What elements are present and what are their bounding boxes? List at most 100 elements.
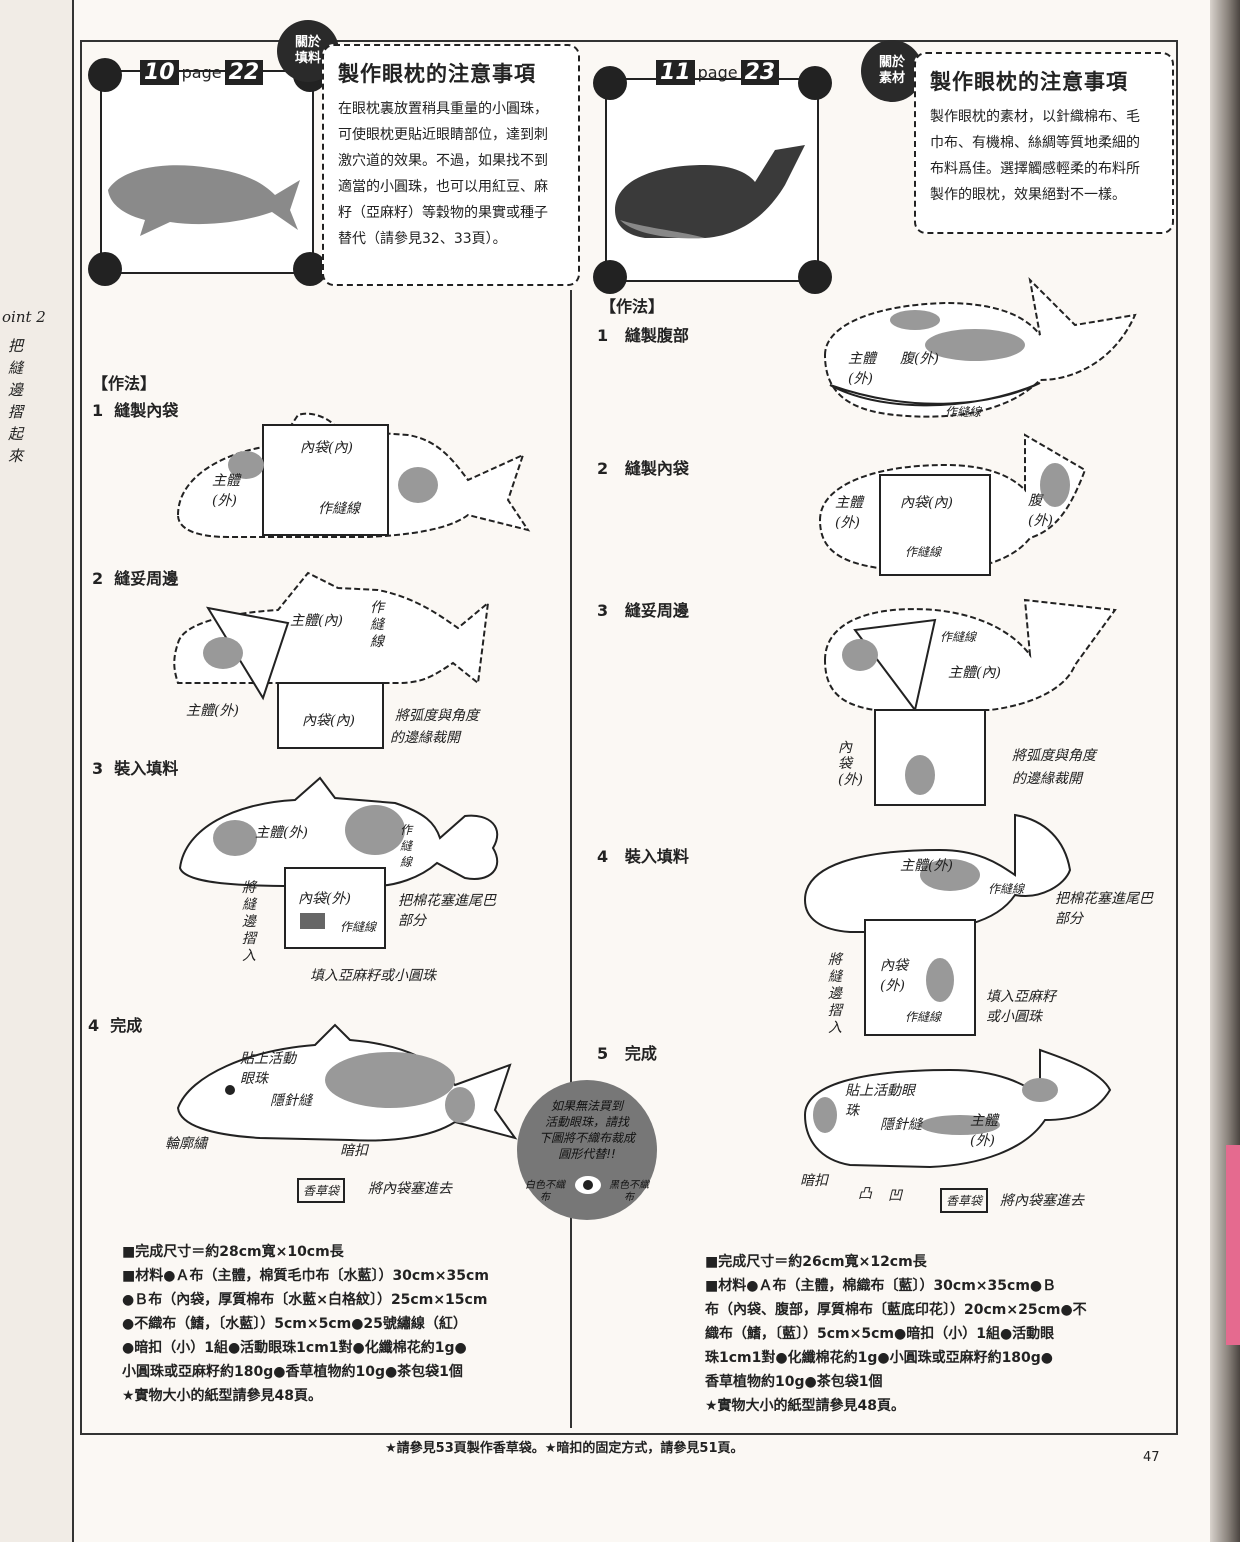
step-5-heading: 5 完成	[597, 1040, 657, 1064]
step-number: 1	[92, 401, 104, 420]
annotation: 凹	[888, 1188, 902, 1204]
materials-line: 香草植物約10g●茶包袋1個	[705, 1374, 883, 1390]
step-number: 5	[597, 1044, 609, 1063]
step-number: 4	[597, 847, 609, 866]
annotation: 腹(外)	[1028, 493, 1053, 529]
page-number-ref: 22	[224, 60, 264, 85]
annotation: 凸	[858, 1186, 872, 1202]
badge-line: 素材	[878, 71, 905, 86]
materials-line: ●Ｂ布（內袋，厚質棉布〔水藍×白格紋〕）25cm×15cm	[122, 1292, 488, 1308]
annotation: 主體(外)	[186, 703, 239, 719]
materials-line: ★實物大小的紙型請參見48頁。	[705, 1398, 906, 1414]
frame-corner	[798, 66, 832, 100]
badge-line: 填料	[294, 51, 321, 66]
materials-line: 織布（鰭，〔藍〕）5cm×5cm●暗扣（小）1組●活動眼	[705, 1326, 1055, 1342]
note-line: 激穴道的效果。不過，如果找不到	[338, 153, 548, 169]
step-number: 1	[597, 326, 609, 345]
annotation: 作縫線	[340, 920, 377, 934]
annotation: 填入亞麻籽或小圓珠	[986, 989, 1056, 1025]
note-line: 籽（亞麻籽）等穀物的果實或種子	[338, 205, 548, 221]
sidebar-point-label: oint 2	[2, 308, 46, 326]
annotation: 貼上活動眼珠	[240, 1051, 296, 1087]
annotation: 隱針縫	[270, 1093, 312, 1109]
step-4-heading: 4 完成	[88, 1012, 142, 1036]
page-tag-left: 10 page 22	[140, 60, 264, 85]
annotation: 主體(外)	[835, 495, 863, 531]
white-felt-label: 白色不織布	[525, 1180, 565, 1203]
materials-line: ●暗扣（小）1組●活動眼珠1cm1對●化纖棉花約1g●	[122, 1340, 467, 1356]
frame-corner	[88, 252, 122, 286]
page-word: page	[181, 63, 222, 82]
note-line: 製作眼枕的素材，以針織棉布、毛	[930, 109, 1140, 125]
annotation: 將弧度與角度	[1012, 748, 1096, 764]
annotation: 隱針縫	[880, 1117, 922, 1133]
annotation: 作縫線	[940, 630, 977, 644]
annotation: 作縫線	[905, 545, 942, 559]
materials-left: ■完成尺寸＝約28cm寬×10cm長 ■材料●Ａ布（主體，棉質毛巾布〔水藍〕）3…	[122, 1240, 562, 1408]
annotation: 內袋(內)	[900, 495, 953, 511]
annotation: 將弧度與角度	[395, 708, 479, 724]
footer-note: ★請參見53頁製作香草袋。★暗扣的固定方式，請參見51頁。	[385, 1441, 744, 1456]
page-word: page	[697, 63, 738, 82]
step-number: 4	[88, 1016, 100, 1035]
annotation: 輪廓繡	[165, 1136, 207, 1152]
step-label: 縫製內袋	[624, 459, 689, 478]
frame-corner	[88, 58, 122, 92]
method-heading: 【作法】	[92, 374, 157, 393]
project-number: 10	[140, 60, 179, 85]
column-divider	[570, 290, 572, 1428]
materials-line: 布（內袋、腹部，厚質棉布〔藍底印花〕）20cm×25cm●不	[705, 1302, 1087, 1318]
annotation: 腹(外)	[900, 351, 939, 367]
materials-line: ■材料●Ａ布（主體，棉織布〔藍〕）30cm×35cm●Ｂ	[705, 1278, 1057, 1294]
annotation: 內袋(外)	[838, 740, 863, 788]
tip-bubble: 如果無法買到 活動眼珠，請找 下圖將不織布裁成 圓形代替!! 白色不織布 黑色不…	[517, 1080, 657, 1220]
frame-corner	[798, 260, 832, 294]
annotation-herb-pouch: 香草袋	[297, 1178, 346, 1203]
note-title: 製作眼枕的注意事項	[338, 62, 536, 86]
annotation: 將縫邊摺入	[828, 952, 842, 1036]
step-1-heading: 1 縫製腹部	[597, 322, 689, 346]
annotation-herb-pouch: 香草袋	[940, 1188, 989, 1213]
pink-page-tab	[1226, 1145, 1240, 1345]
badge-line: 關於	[294, 34, 321, 50]
materials-line: ★實物大小的紙型請參見48頁。	[122, 1388, 323, 1404]
step-label: 縫製腹部	[624, 326, 689, 345]
annotation: 作縫線	[905, 1010, 942, 1024]
annotation: 作縫線	[370, 600, 384, 650]
annotation: 將縫邊摺入	[242, 880, 256, 964]
step-2-heading: 2 縫製內袋	[597, 455, 689, 479]
bubble-line: 下圖將不織布裁成	[538, 1131, 635, 1145]
page-tag-right: 11 page 23	[656, 60, 780, 85]
note-line: 在眼枕裏放置稍具重量的小圓珠，	[338, 101, 548, 117]
annotation: 主體(外)	[255, 825, 308, 841]
step-3-heading: 3 裝入填料	[92, 755, 178, 779]
step-label: 縫製內袋	[114, 401, 179, 420]
frame-corner	[593, 66, 627, 100]
black-felt-label: 黑色不織布	[609, 1180, 649, 1203]
annotation: 暗扣	[800, 1173, 828, 1189]
annotation: 內袋(內)	[300, 440, 353, 456]
materials-right: ■完成尺寸＝約26cm寬×12cm長 ■材料●Ａ布（主體，棉織布〔藍〕）30cm…	[705, 1250, 1145, 1418]
bubble-line: 活動眼珠，請找	[544, 1115, 629, 1129]
note-line: 替代（請參見32、33頁）。	[338, 231, 507, 247]
badge-material: 關於 素材	[861, 40, 923, 102]
step-number: 3	[597, 601, 609, 620]
whale-step5-illustration	[803, 1048, 1112, 1169]
dolphin-step3-illustration	[178, 776, 499, 949]
annotation: 主體(外)	[970, 1113, 998, 1149]
annotation: 主體(外)	[848, 351, 876, 387]
annotation: 作縫線	[988, 882, 1025, 896]
materials-line: 小圓珠或亞麻籽約180g●香草植物約10g●茶包袋1個	[122, 1364, 463, 1380]
page-number-ref: 23	[740, 60, 780, 85]
note-body: 在眼枕裏放置稍具重量的小圓珠， 可使眼枕更貼近眼睛部位，達到刺 激穴道的效果。不…	[338, 96, 564, 252]
annotation: 作縫線	[400, 823, 413, 869]
annotation: 填入亞麻籽或小圓珠	[310, 968, 436, 984]
annotation: 將內袋塞進去	[368, 1181, 452, 1197]
materials-line: ■材料●Ａ布（主體，棉質毛巾布〔水藍〕）30cm×35cm	[122, 1268, 489, 1284]
project-number: 11	[656, 60, 695, 85]
annotation: 把棉花塞進尾巴部分	[398, 893, 496, 929]
annotation: 主體(外)	[212, 473, 240, 509]
annotation: 作縫線	[318, 501, 360, 517]
note-line: 製作的眼枕，效果絕對不一樣。	[930, 187, 1126, 203]
annotation: 內袋(外)	[880, 958, 908, 994]
